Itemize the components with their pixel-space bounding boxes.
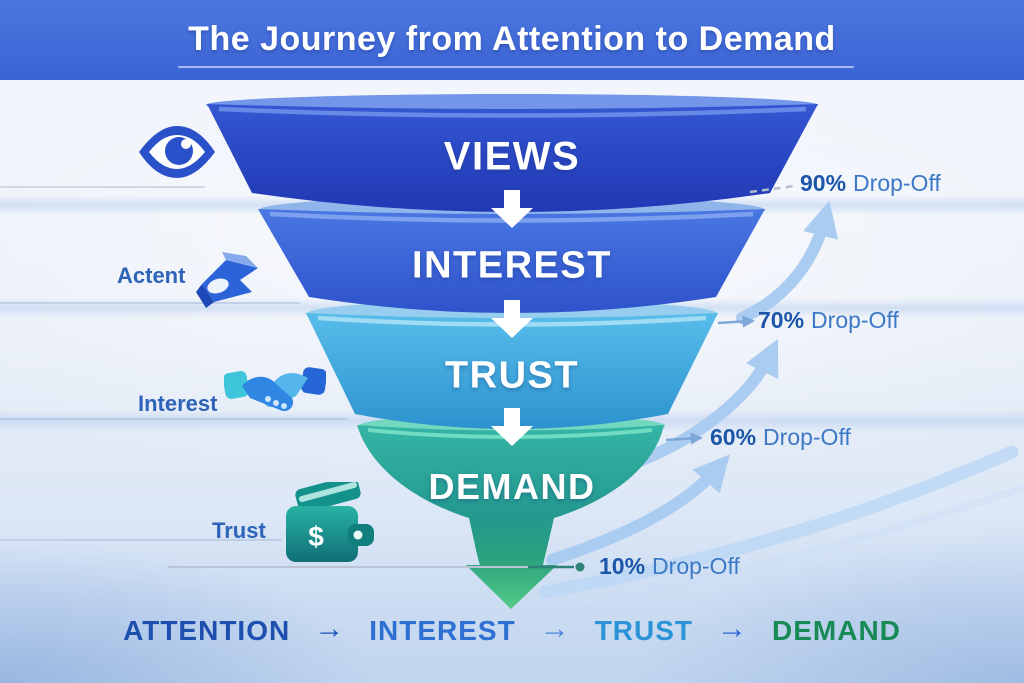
dropoff-percent: 10% <box>599 553 646 579</box>
dollar-sign: $ <box>308 521 324 552</box>
dropoff-text: Drop-Off <box>811 307 899 333</box>
stage-label-trust: TRUST <box>444 354 580 397</box>
title-underline <box>178 66 854 68</box>
stage-label-views: VIEWS <box>443 134 581 179</box>
background-line <box>0 302 300 304</box>
dropoff-label-60: 60% Drop-Off <box>710 424 851 451</box>
subheader-band <box>0 80 1024 95</box>
stage-label-demand: DEMAND <box>428 466 596 507</box>
down-arrow-icon <box>491 190 533 228</box>
dropoff-percent: 60% <box>710 424 757 450</box>
curve-arrow-icon <box>736 200 839 324</box>
dropoff-percent: 90% <box>800 170 847 196</box>
flow-step-interest: INTEREST <box>369 615 516 646</box>
flow-step-trust: TRUST <box>594 615 694 646</box>
background-swoosh <box>538 445 1024 610</box>
dropoff-label-90: 90% Drop-Off <box>800 170 941 197</box>
side-label-interest: Interest <box>138 391 218 416</box>
right-arrow-icon: → <box>314 612 346 645</box>
right-arrow-icon: → <box>539 612 571 645</box>
stage-label-interest: INTEREST <box>412 244 612 287</box>
bottom-flow-row: ATTENTION → INTEREST → TRUST → DEMAND <box>0 612 1024 647</box>
curve-arrow-icon <box>636 338 779 466</box>
dropoff-percent: 70% <box>758 307 805 333</box>
dropoff-text: Drop-Off <box>763 424 851 450</box>
dropoff-connectors <box>168 184 795 572</box>
side-label-trust: Trust <box>212 518 266 543</box>
flow-step-attention: ATTENTION <box>123 615 291 646</box>
background-line <box>0 186 205 188</box>
down-arrow-icon <box>491 408 533 446</box>
handshake-icon <box>224 367 326 412</box>
down-arrow-icon <box>491 300 533 338</box>
dropoff-text: Drop-Off <box>652 553 740 579</box>
pointer-icon <box>196 252 258 308</box>
header-banner: The Journey from Attention to Demand <box>0 0 1024 80</box>
dropoff-text: Drop-Off <box>853 170 941 196</box>
right-arrow-icon: → <box>717 612 749 645</box>
curve-arrow-icon <box>546 454 730 566</box>
flow-step-demand: DEMAND <box>772 615 901 646</box>
dropoff-label-70: 70% Drop-Off <box>758 307 899 334</box>
wallet-icon: $ <box>286 482 374 562</box>
page-title: The Journey from Attention to Demand <box>188 20 836 58</box>
eye-icon <box>139 126 215 178</box>
dropoff-curve-arrows <box>546 200 839 566</box>
background-line <box>0 418 348 420</box>
dropoff-label-10: 10% Drop-Off <box>599 553 740 580</box>
background-line <box>0 539 282 541</box>
stage-down-arrows <box>491 190 533 446</box>
side-label-actent: Actent <box>117 263 186 288</box>
funnel-stage-views-shape <box>207 104 818 212</box>
